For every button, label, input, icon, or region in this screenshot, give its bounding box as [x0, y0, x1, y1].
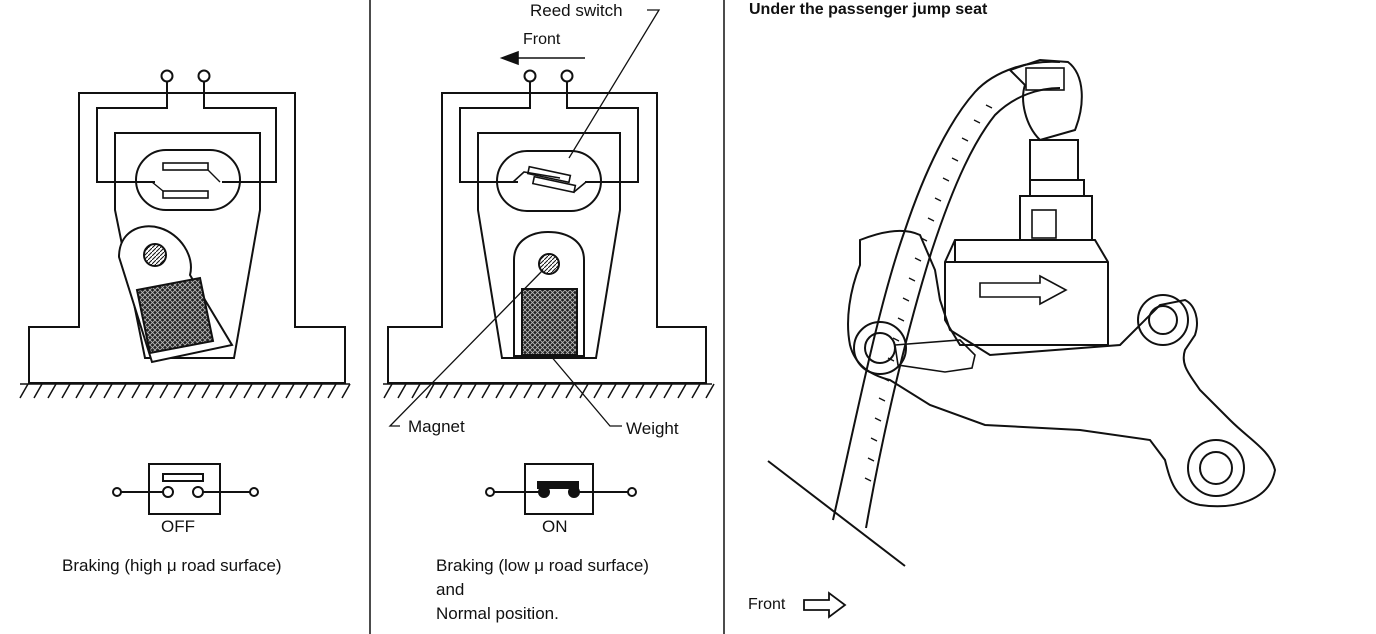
front-label-middle: Front: [523, 31, 561, 48]
sensor-middle-on: [387, 69, 707, 384]
caption-middle-line1: Braking (low μ road surface): [436, 556, 649, 575]
callout-reed-switch: Reed switch: [530, 1, 623, 20]
caption-middle-line3: Normal position.: [436, 604, 559, 623]
ground-hatch-middle: [383, 383, 715, 399]
callout-magnet: Magnet: [408, 417, 465, 436]
switch-symbol-on: [485, 463, 637, 515]
installation-view: [767, 58, 1277, 567]
callout-weight: Weight: [626, 419, 679, 438]
switch-symbol-off: [112, 463, 259, 515]
front-arrow-middle: [499, 50, 585, 66]
state-label-off: OFF: [161, 517, 195, 536]
callout-leaders-middle: [388, 9, 661, 427]
front-arrow-right: [803, 591, 847, 619]
panel-right-title: Under the passenger jump seat: [749, 1, 988, 18]
sensor-left-off: [28, 69, 346, 384]
ground-hatch-left: [19, 383, 351, 399]
state-label-on: ON: [542, 517, 568, 536]
caption-left: Braking (high μ road surface): [62, 556, 282, 575]
caption-middle-line2: and: [436, 580, 465, 599]
front-label-right: Front: [748, 596, 786, 613]
